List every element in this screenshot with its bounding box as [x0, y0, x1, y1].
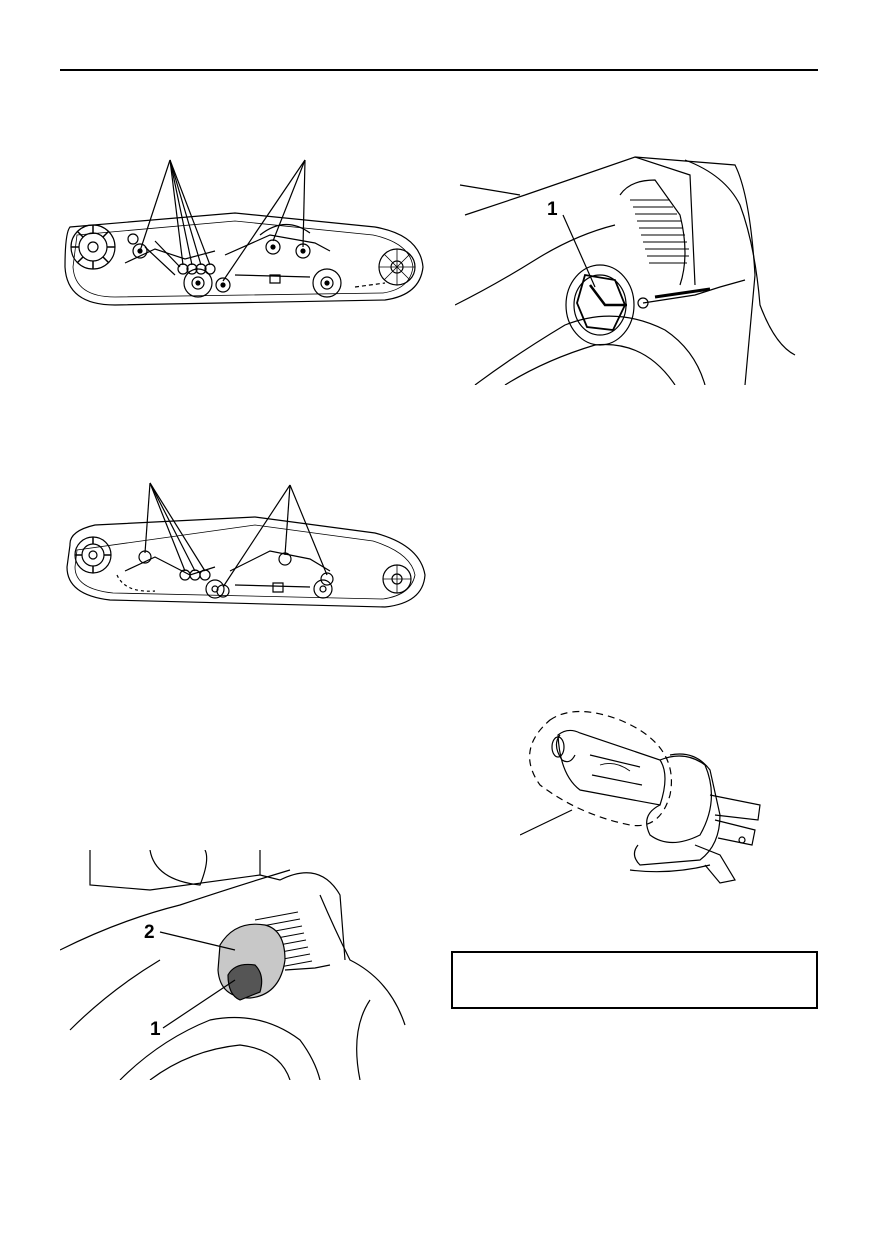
halogen-bulb-figure [520, 705, 770, 885]
header-rule [60, 69, 818, 71]
callout-1: 1 [150, 1019, 161, 1040]
callout-1: 1 [547, 199, 558, 220]
track-suspension-figure-top [55, 155, 430, 310]
callout-2: 2 [144, 922, 155, 943]
headlight-socket-figure: 1 [455, 155, 810, 385]
headlight-cover-figure: 2 1 [60, 850, 420, 1080]
track-suspension-figure-bottom [55, 475, 430, 615]
notice-box [451, 951, 818, 1009]
